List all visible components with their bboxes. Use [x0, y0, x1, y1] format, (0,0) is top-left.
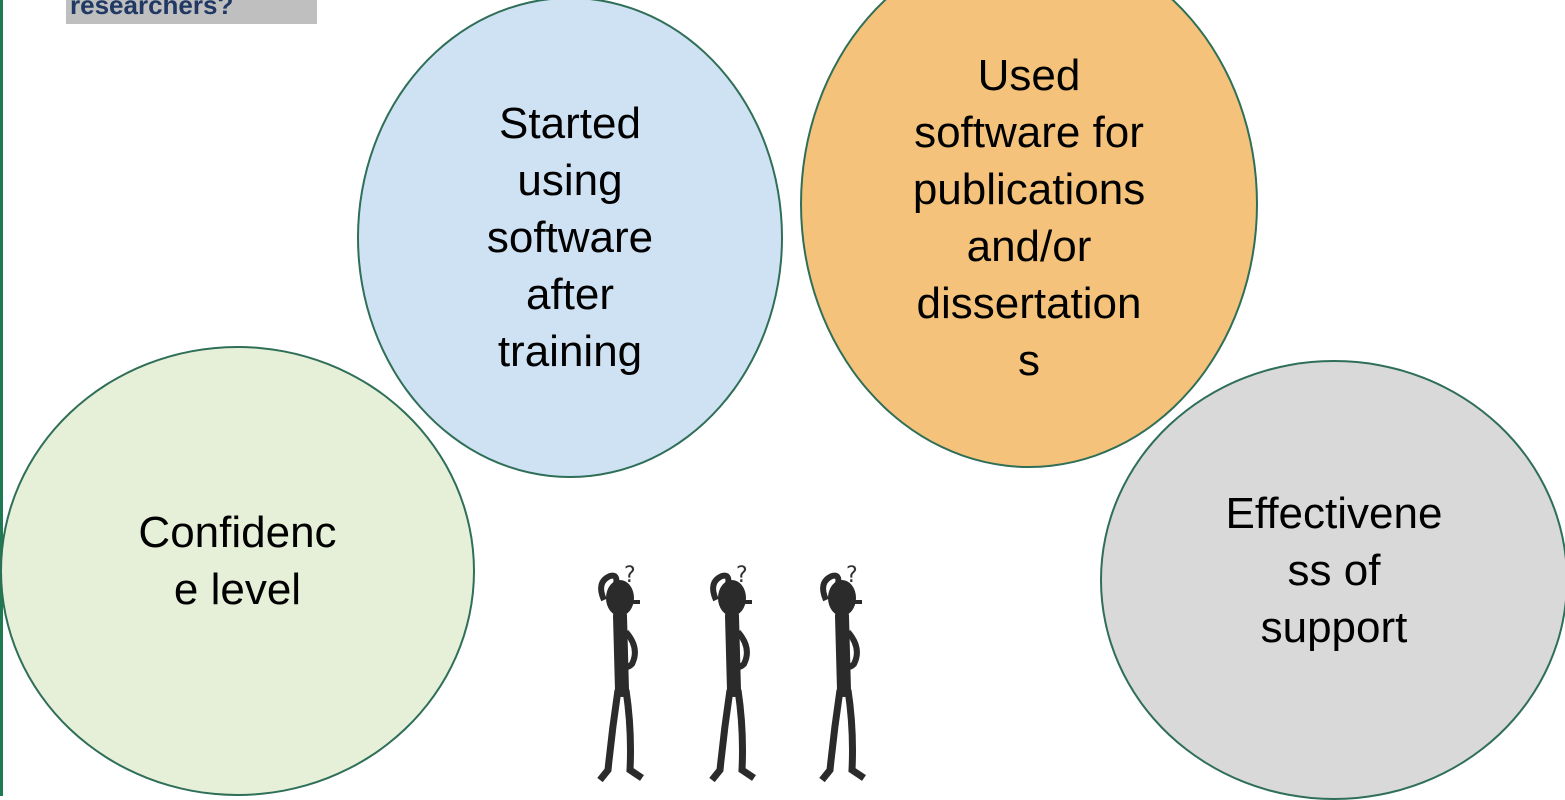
bubble-effectiveness-label: Effectivene ss of support	[1225, 488, 1443, 652]
figure-2: ?	[709, 563, 756, 783]
svg-text:?: ?	[846, 563, 858, 588]
figure-3: ?	[819, 563, 866, 783]
svg-text:?: ?	[624, 563, 636, 588]
slide-left-border	[0, 0, 3, 796]
bubble-started-label: Started using software after training	[486, 99, 654, 376]
bubble-started-using-software: Started using software after training	[357, 0, 783, 478]
bubble-used-for-publications: Used software for publications and/or di…	[800, 0, 1258, 468]
bubble-confidence-level: Confidenc e level	[0, 346, 475, 796]
title-banner-text: researchers?	[70, 0, 234, 20]
svg-text:?: ?	[736, 563, 748, 588]
puzzled-stick-figures-icon: ? ? ?	[597, 563, 866, 783]
bubble-used-label: Used software for publications and/or di…	[912, 51, 1146, 385]
figure-1: ?	[597, 563, 644, 783]
bubble-confidence-label: Confidenc e level	[138, 508, 337, 614]
bubble-effectiveness-of-support: Effectivene ss of support	[1100, 360, 1565, 800]
title-banner: researchers?	[66, 0, 317, 24]
